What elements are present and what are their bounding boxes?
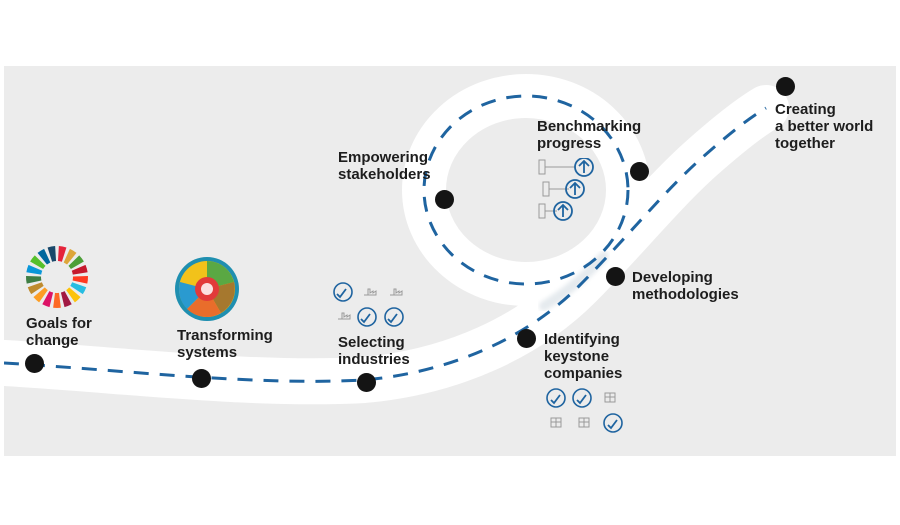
milestone-dot-transforming <box>192 369 211 388</box>
sdg-segment <box>63 248 77 265</box>
progress-arrow-icons <box>538 158 594 221</box>
roadmap-path <box>4 74 789 405</box>
sdg-segment <box>68 255 84 270</box>
sdg-segment <box>42 291 54 308</box>
road-dash-loop <box>422 94 630 286</box>
sdg-segment <box>57 246 67 262</box>
company-building-icons <box>546 388 623 433</box>
sdg-segment <box>26 276 42 284</box>
sdg-wheel-icon <box>26 246 88 309</box>
milestone-dot-goals <box>25 354 44 373</box>
sdg-segment <box>47 246 57 262</box>
sdg-segment <box>66 287 81 303</box>
milestone-dot-selecting <box>357 373 376 392</box>
sdg-segment <box>30 255 46 270</box>
milestone-dot-benchmarking <box>630 162 649 181</box>
systems-wheel-icon <box>175 257 239 321</box>
sdg-segment <box>33 287 48 303</box>
sdg-segment <box>60 291 72 308</box>
sdg-segment <box>71 264 88 275</box>
sdg-segment <box>26 264 43 275</box>
sdg-segment <box>70 282 87 295</box>
milestone-dot-empowering <box>435 190 454 209</box>
milestone-dot-creating <box>776 77 795 96</box>
milestone-dot-identifying <box>517 329 536 348</box>
industry-factory-icons <box>333 282 404 327</box>
sdg-segment <box>37 248 51 265</box>
sdg-segment <box>27 282 44 295</box>
sdg-segment <box>53 292 61 309</box>
sdg-segment <box>72 276 88 284</box>
milestone-dot-developing <box>606 267 625 286</box>
